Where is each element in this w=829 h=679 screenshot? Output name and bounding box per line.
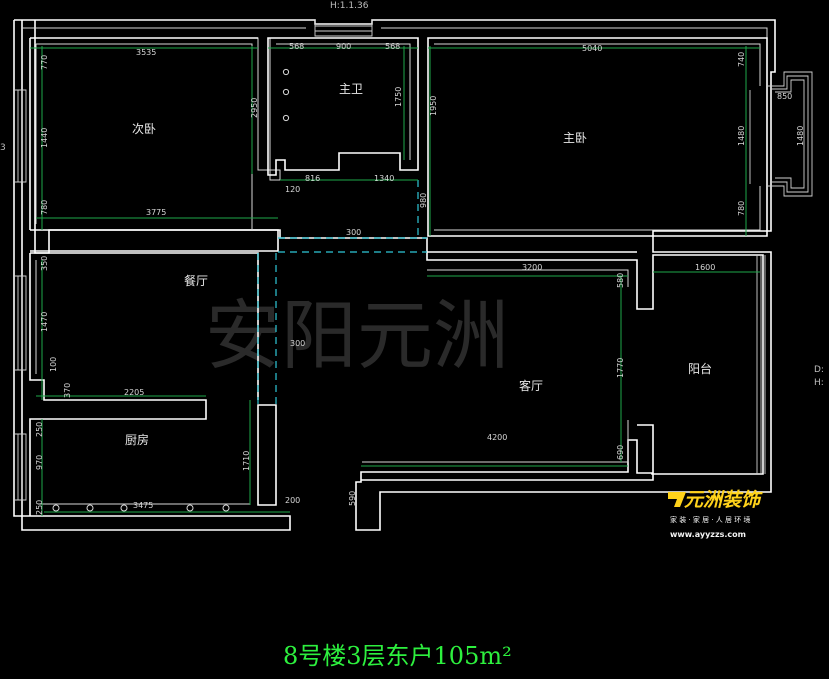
room-balcony: 阳台	[688, 361, 712, 376]
dim-text: 980	[419, 193, 428, 208]
dim-text: 740	[737, 52, 746, 67]
room-second-bedroom: 次卧	[132, 122, 156, 136]
room-kitchen: 厨房	[125, 432, 149, 447]
top-window	[314, 20, 373, 37]
dim-text: 816	[305, 174, 320, 183]
master-bedroom-walls	[427, 37, 768, 237]
dim-text: 4200	[487, 433, 507, 442]
dim-text: 850	[777, 92, 792, 101]
dim-text: 300	[290, 339, 305, 348]
logo-url: www.ayyzzs.com	[670, 530, 746, 539]
dim-text: 690	[616, 445, 625, 460]
dim-text: 1770	[616, 358, 625, 378]
dim-text: 780	[40, 200, 49, 215]
left-window-dining	[14, 275, 27, 371]
dim-text: 3775	[146, 208, 166, 217]
dim-text: 568	[385, 42, 400, 51]
dim-text: 120	[285, 185, 300, 194]
fixture-dot	[282, 88, 290, 96]
dim-text: 1600	[695, 263, 715, 272]
dim-text: 1750	[394, 87, 403, 107]
dim-text: 350	[40, 256, 49, 271]
room-master-bedroom: 主卧	[563, 131, 587, 145]
left-edge-mark: 3	[0, 143, 6, 153]
dim-text: 3475	[133, 501, 153, 510]
second-bedroom-walls	[29, 37, 279, 252]
bay-window	[749, 71, 813, 197]
dim-text: 780	[737, 201, 746, 216]
fixture-dot	[282, 68, 290, 76]
dim-text: 970	[35, 455, 44, 470]
balcony-window	[756, 255, 766, 474]
dim-text: 300	[346, 228, 361, 237]
dim-text: 770	[40, 55, 49, 70]
dim-text: 1470	[40, 312, 49, 332]
dim-text: 200	[285, 496, 300, 505]
dim-text: 590	[348, 491, 357, 506]
left-window-bedroom	[14, 89, 27, 183]
fixture-dot	[86, 504, 94, 512]
logo-mark-icon	[668, 492, 686, 507]
left-window-kitchen	[14, 433, 27, 501]
dim-text: 1950	[429, 96, 438, 116]
dim-text: 900	[336, 42, 351, 51]
dim-text: 2950	[250, 98, 259, 118]
watermark-text: 安阳元洲	[205, 291, 509, 380]
dim-text: 250	[35, 500, 44, 515]
dim-text: 5040	[582, 44, 602, 53]
right-edge-mark-d: D:	[814, 365, 824, 375]
fixture-dot	[186, 504, 194, 512]
master-bath-walls	[267, 37, 419, 176]
plan-title: 8号楼3层东户105m²	[283, 642, 512, 670]
dim-text: 1710	[242, 451, 251, 471]
room-living: 客厅	[519, 378, 543, 393]
openings	[257, 180, 427, 405]
dim-text: 1440	[40, 128, 49, 148]
right-edge-mark-h: H:	[814, 378, 824, 388]
dim-text: 100	[49, 357, 58, 372]
dim-text: 568	[289, 42, 304, 51]
dim-text: 1340	[374, 174, 394, 183]
fixture-dot	[282, 114, 290, 122]
dim-text: 3535	[136, 48, 156, 57]
dim-text: 1480	[737, 126, 746, 146]
dim-text: 580	[616, 273, 625, 288]
company-logo: 元洲装饰 家 装 · 家 居 · 人 居 环 境 www.ayyzzs.com	[668, 489, 763, 539]
fixture-dot	[222, 504, 230, 512]
dim-text: 3200	[522, 263, 542, 272]
dim-text: 250	[35, 422, 44, 437]
logo-tagline: 家 装 · 家 居 · 人 居 环 境	[670, 515, 750, 524]
fixture-dot	[52, 504, 60, 512]
room-dining: 餐厅	[184, 273, 208, 288]
room-master-bath: 主卫	[339, 82, 363, 96]
fixture-dot	[120, 504, 128, 512]
logo-name: 元洲装饰	[684, 489, 763, 511]
elevation-label: H:1.1.36	[330, 1, 369, 11]
living-room-walls	[361, 251, 654, 481]
dim-text: 370	[63, 383, 72, 398]
dim-text: 2205	[124, 388, 144, 397]
dim-text: 1480	[796, 126, 805, 146]
dimension-lines	[30, 46, 760, 516]
